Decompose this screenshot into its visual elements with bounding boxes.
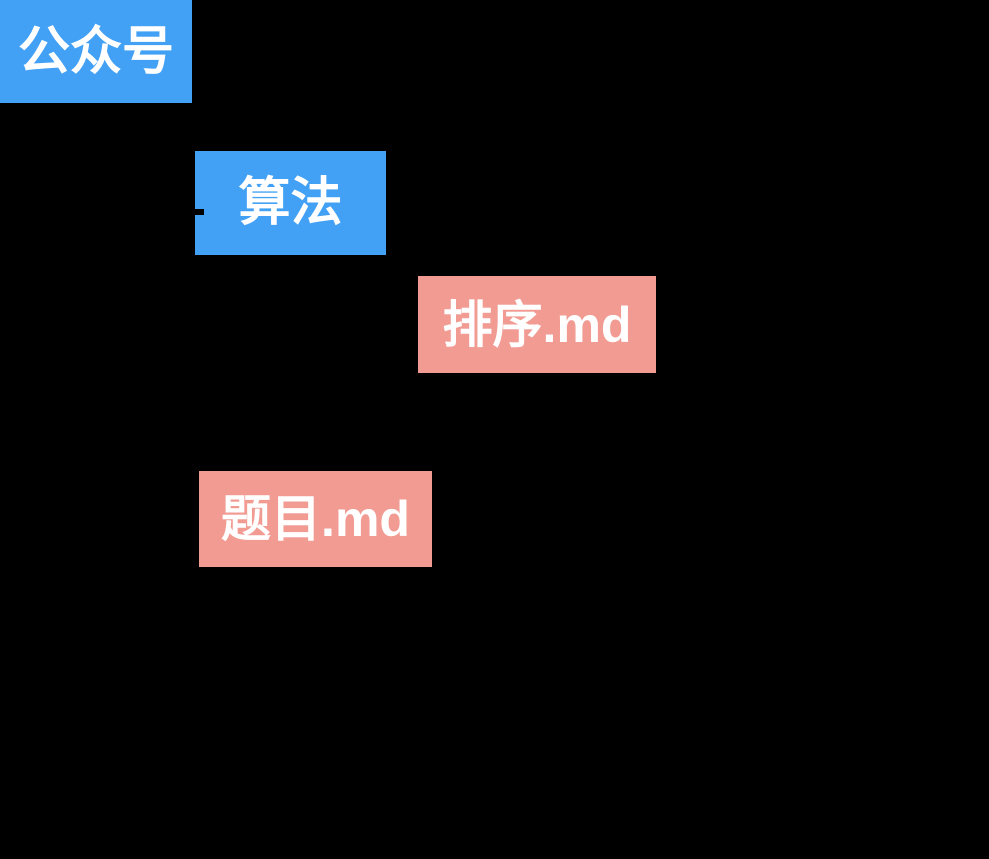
tree-node-label: 公众号 xyxy=(17,22,174,81)
tree-node-gongzhonghao: 公众号 xyxy=(0,0,192,103)
connector-line-remnant xyxy=(195,209,204,215)
tree-node-suanfa: 算法 xyxy=(195,151,386,255)
tree-node-label: 题目.md xyxy=(221,491,410,547)
tree-node-paixu-md: 排序.md xyxy=(418,276,656,373)
tree-node-timu-md: 题目.md xyxy=(199,471,432,567)
tree-node-label: 排序.md xyxy=(442,296,632,353)
tree-node-label: 算法 xyxy=(238,174,343,232)
